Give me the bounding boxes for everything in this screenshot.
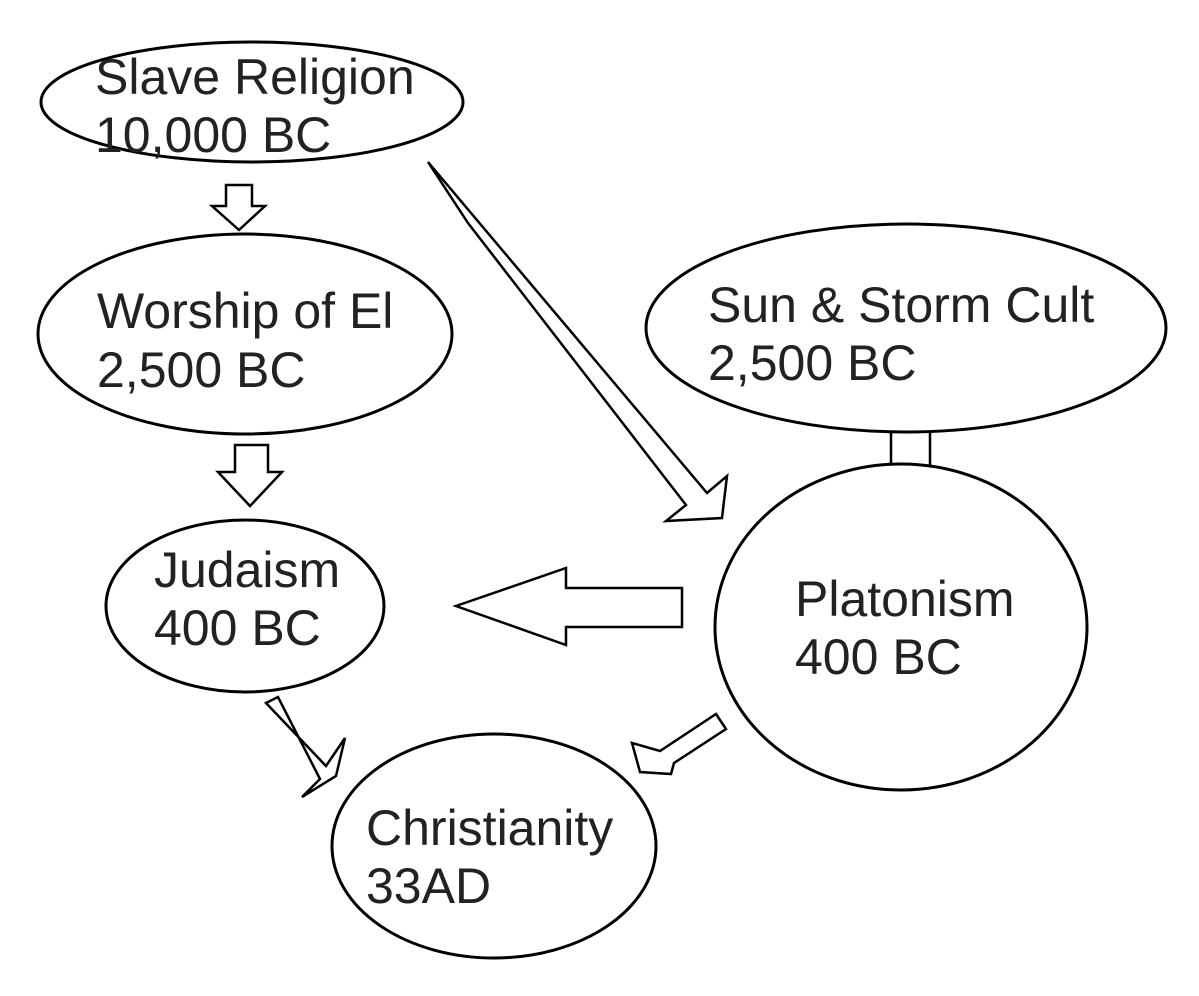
node-christianity-name: Christianity — [366, 800, 613, 856]
node-judaism: Judaism 400 BC — [104, 518, 386, 694]
arrow-el-to-judaism — [215, 443, 285, 508]
node-sun-storm-cult: Sun & Storm Cult 2,500 BC — [644, 222, 1168, 434]
node-sun-storm-cult-ellipse — [644, 222, 1168, 434]
node-worship-of-el-date: 2,500 BC — [97, 342, 305, 398]
node-worship-of-el: Worship of El 2,500 BC — [36, 232, 454, 436]
node-platonism-name: Platonism — [795, 571, 1015, 627]
node-sun-storm-cult-date: 2,500 BC — [708, 335, 916, 391]
arrow-judaism-to-christianity — [263, 695, 347, 799]
node-christianity-ellipse — [330, 732, 658, 960]
arrow-slave-to-el — [208, 183, 269, 232]
node-judaism-name: Judaism — [154, 542, 340, 598]
node-worship-of-el-name: Worship of El — [97, 283, 393, 339]
node-judaism-date: 400 BC — [154, 600, 321, 656]
arrow-slave-to-platonism — [426, 161, 729, 523]
node-sun-storm-cult-name: Sun & Storm Cult — [708, 277, 1094, 333]
node-christianity: Christianity 33AD — [330, 732, 658, 960]
node-slave-religion-name: Slave Religion — [95, 49, 415, 105]
node-platonism-date: 400 BC — [795, 629, 962, 685]
node-platonism-ellipse — [713, 462, 1089, 792]
node-platonism: Platonism 400 BC — [713, 462, 1089, 792]
node-judaism-ellipse — [104, 518, 386, 694]
node-slave-religion-ellipse — [39, 40, 465, 164]
node-slave-religion: Slave Religion 10,000 BC — [39, 40, 465, 164]
node-slave-religion-date: 10,000 BC — [95, 107, 331, 163]
node-worship-of-el-ellipse — [36, 232, 454, 436]
arrow-platonism-to-christianity — [630, 712, 728, 776]
arrow-platonism-to-judaism — [452, 566, 684, 647]
node-christianity-date: 33AD — [366, 858, 491, 914]
